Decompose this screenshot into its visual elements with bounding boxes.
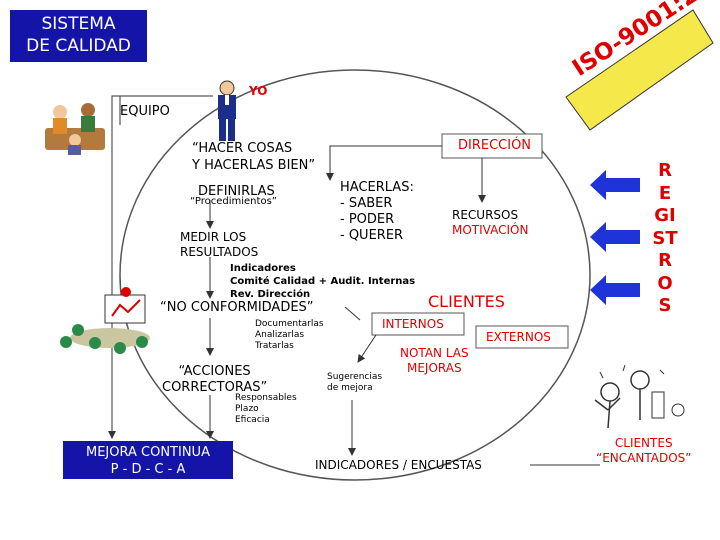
notan-line1: NOTAN LAS xyxy=(400,346,469,360)
clientes-label: CLIENTES xyxy=(428,292,505,311)
title-line2: DE CALIDAD xyxy=(26,36,131,56)
responsables-line1: Responsables xyxy=(235,393,297,403)
happy-clients-icon xyxy=(594,364,685,429)
direccion-box xyxy=(441,133,543,159)
iso-banner xyxy=(565,9,714,131)
meeting-icon xyxy=(60,287,150,354)
indicadores-block: Indicadores Comité Calidad + Audit. Inte… xyxy=(230,262,415,301)
mejora-line2: P - D - C - A xyxy=(110,462,186,477)
recursos-block: RECURSOS MOTIVACIÓN xyxy=(452,208,528,238)
title-box: SISTEMA DE CALIDAD xyxy=(10,10,147,62)
registros-label: REGISTROS xyxy=(652,160,678,316)
equipo-label: EQUIPO xyxy=(120,104,170,119)
hacer-cosas-label: “HACER COSAS Y HACERLAS BIEN” xyxy=(192,140,315,174)
yo-person-icon xyxy=(218,80,236,141)
notan-line2: MEJORAS xyxy=(407,361,462,375)
notan-block: NOTAN LAS MEJORAS xyxy=(400,346,469,376)
sugerencias-block: Sugerencias de mejora xyxy=(327,372,382,394)
team-icon xyxy=(45,103,105,155)
no-conformidades-label: “NO CONFORMIDADES” xyxy=(160,300,314,315)
arrow-noconf-doc xyxy=(344,306,361,321)
documentarlas-line3: Tratarlas xyxy=(255,341,294,351)
yo-label: YO xyxy=(249,84,268,98)
indicadores-encuestas-label: INDICADORES / ENCUESTAS xyxy=(315,458,482,472)
registros-arrow-2 xyxy=(590,222,640,252)
mejora-box: MEJORA CONTINUA P - D - C - A xyxy=(63,441,233,479)
responsables-line3: Eficacia xyxy=(235,415,270,425)
responsables-line2: Plazo xyxy=(235,404,259,414)
procedimientos-label: “Procedimientos” xyxy=(190,196,277,207)
medir-line1: MEDIR LOS xyxy=(180,230,247,244)
clientes-encantados-block: CLIENTES “ENCANTADOS” xyxy=(596,436,691,466)
sugerencias-line1: Sugerencias xyxy=(327,372,383,382)
title-line1: SISTEMA xyxy=(41,14,116,34)
indicadores-line1: Indicadores xyxy=(230,263,296,274)
documentarlas-line2: Analizarlas xyxy=(255,330,305,340)
externos-label: EXTERNOS xyxy=(486,330,551,344)
internos-label: INTERNOS xyxy=(382,317,444,331)
medir-line2: RESULTADOS xyxy=(180,245,259,259)
hacerlas-block: HACERLAS: - SABER - PODER - QUERER xyxy=(340,180,414,244)
hacerlas-line4: - QUERER xyxy=(340,228,404,243)
clientes-encantados-line1: CLIENTES xyxy=(614,436,673,450)
registros-arrow-3 xyxy=(590,275,640,305)
documentarlas-block: Documentarlas Analizarlas Tratarlas xyxy=(255,319,324,352)
recursos-line1: RECURSOS xyxy=(452,208,519,222)
sugerencias-line2: de mejora xyxy=(327,383,373,393)
indicadores-line3: Rev. Dirección xyxy=(230,289,311,300)
acciones-block: “ACCIONES CORRECTORAS” xyxy=(162,364,267,396)
responsables-block: Responsables Plazo Eficacia xyxy=(235,393,297,426)
medir-label: MEDIR LOS RESULTADOS xyxy=(180,230,258,260)
direccion-label: DIRECCIÓN xyxy=(458,138,532,153)
arrow-direccion-hacerlas xyxy=(326,145,442,181)
hacerlas-line2: - SABER xyxy=(340,196,393,211)
hacer-cosas-line1: “HACER COSAS xyxy=(192,141,293,156)
indicadores-line2: Comité Calidad + Audit. Internas xyxy=(230,276,416,287)
clientes-encantados-line2: “ENCANTADOS” xyxy=(596,451,692,465)
internos-box xyxy=(371,312,465,336)
quality-ellipse xyxy=(119,69,591,481)
registros-arrow-1 xyxy=(590,170,640,200)
documentarlas-line1: Documentarlas xyxy=(255,319,324,329)
acciones-line1: “ACCIONES xyxy=(178,364,251,379)
hacerlas-line1: HACERLAS: xyxy=(340,180,414,195)
recursos-line2: MOTIVACIÓN xyxy=(452,223,529,237)
connector-yo-mejora xyxy=(108,95,213,439)
hacerlas-line3: - PODER xyxy=(340,212,395,227)
acciones-line2: CORRECTORAS” xyxy=(162,380,268,395)
definirlas-label: DEFINIRLAS xyxy=(198,184,275,199)
arrow-internos-sugerencias xyxy=(357,334,377,363)
hacer-cosas-line2: Y HACERLAS BIEN” xyxy=(192,158,316,173)
externos-box xyxy=(475,325,569,349)
mejora-line1: MEJORA CONTINUA xyxy=(86,445,210,460)
